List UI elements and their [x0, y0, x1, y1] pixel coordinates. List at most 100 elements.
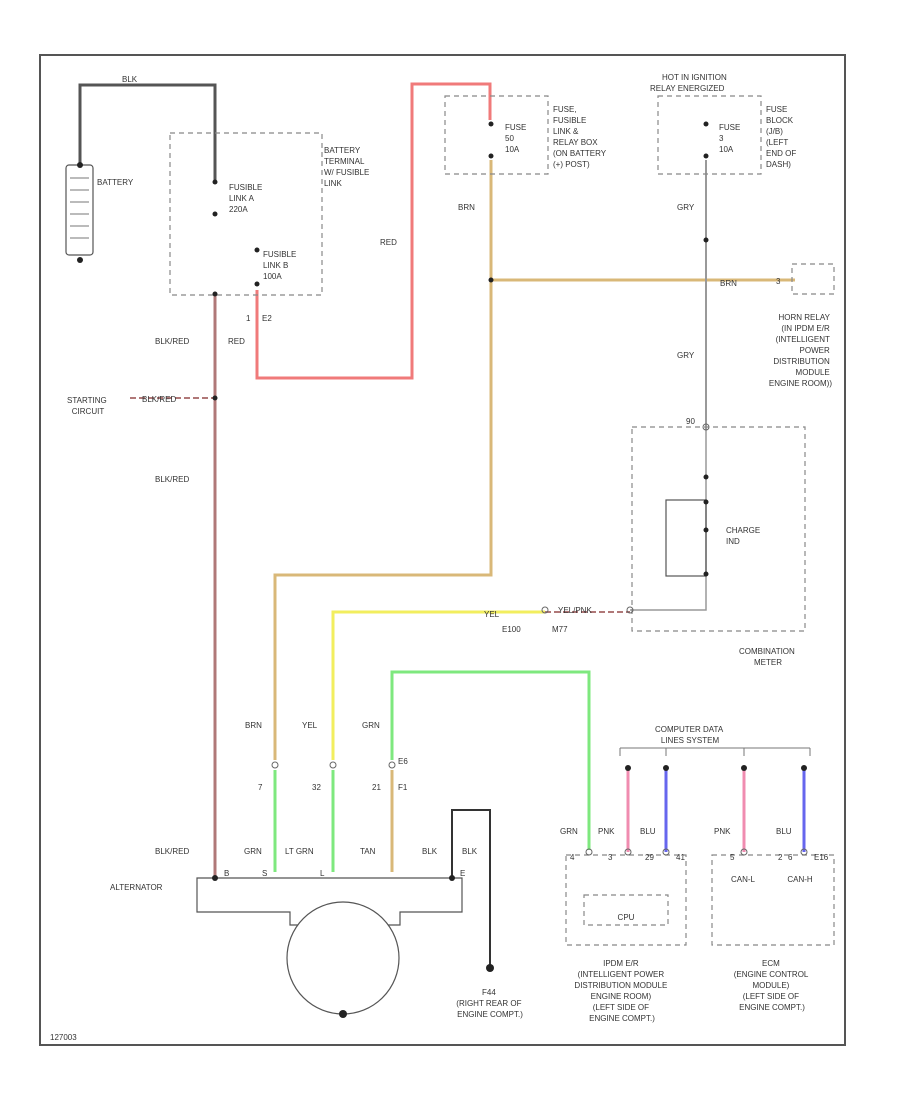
wire-label-blk-red-2: BLK/RED — [155, 475, 189, 484]
battery-negative-terminal — [77, 257, 83, 263]
gray-meter-wire — [630, 430, 707, 611]
pin-7 — [271, 761, 279, 769]
can-bus-drops — [619, 748, 811, 756]
can-node-2 — [663, 765, 669, 771]
battery-positive-terminal — [77, 162, 83, 168]
pin-label-3: 3 — [608, 853, 613, 862]
hot-ignition-label: HOT IN IGNITION RELAY ENERGIZED — [650, 73, 729, 93]
wire-label-grn-alt-bottom: GRN — [244, 847, 262, 856]
component-boxes — [65, 95, 835, 1015]
charge-ind-label: CHARGE IND — [726, 526, 762, 546]
can-node-1 — [625, 765, 631, 771]
wire-label-yel-pink: YEL/PNK — [558, 606, 592, 615]
ecm-box — [711, 854, 835, 946]
pin-label-l: L — [320, 869, 325, 878]
wire-label-tan: TAN — [360, 847, 376, 856]
cpu-label: CPU — [618, 913, 635, 922]
wire-label-yel-alt: YEL — [302, 721, 318, 730]
pin-label-21: 21 — [372, 783, 381, 792]
pin-label-6: 6 — [788, 853, 793, 862]
gray-junction — [703, 237, 709, 243]
alt-e-terminal — [449, 875, 455, 881]
pin-label-e16: E16 — [814, 853, 829, 862]
wire-label-brn-horn: BRN — [720, 279, 737, 288]
wire-label-pnk-ecm: PNK — [714, 827, 731, 836]
canh-label: CAN-H — [787, 875, 813, 884]
wire-label-blu-ecm: BLU — [776, 827, 792, 836]
pin-label-29: 29 — [645, 853, 654, 862]
red-wire — [255, 82, 492, 380]
pin-ipdm-blu — [662, 848, 670, 856]
black-ground-wire — [451, 809, 491, 965]
pin-label-m77: M77 — [552, 625, 568, 634]
wire-label-red-vertical: RED — [380, 238, 397, 247]
wire-label-yel-meter: YEL — [484, 610, 500, 619]
fuse-block-jb — [657, 95, 762, 175]
ground-f44-label: F44 (RIGHT REAR OF ENGINE COMPT.) — [456, 988, 523, 1019]
combination-meter-box — [631, 426, 806, 632]
pin-label-e: E — [460, 869, 465, 878]
starting-junction — [212, 395, 218, 401]
alternator-label: ALTERNATOR — [110, 883, 163, 892]
pin-ecm-pnk — [740, 848, 748, 856]
alternator-rotor — [286, 901, 400, 1015]
component-labels: BATTERY BATTERY TERMINAL W/ FUSIBLE LINK… — [67, 73, 832, 1023]
battery-label: BATTERY — [97, 178, 134, 187]
ecm-label: ECM (ENGINE CONTROL MODULE) (LEFT SIDE O… — [734, 959, 811, 1012]
wire-label-grn-alt: GRN — [362, 721, 380, 730]
wire-label-blk-2: BLK — [462, 847, 478, 856]
alt-ground-dot — [339, 1010, 347, 1018]
fusible-box-out — [212, 291, 218, 297]
pin-label-e100: E100 — [502, 625, 521, 634]
starting-circuit-label: STARTING CIRCUIT — [67, 396, 109, 416]
black-battery-wire — [78, 83, 217, 180]
fuse3-in — [703, 121, 709, 127]
pin-21 — [388, 761, 396, 769]
pin-label-5: 5 — [730, 853, 735, 862]
wire-label-pnk-ipdm: PNK — [598, 827, 615, 836]
fusible-link-a-label: FUSIBLE LINK A 220A — [229, 183, 265, 214]
fuse-relay-box — [444, 95, 549, 175]
green-wire — [390, 670, 591, 850]
pin-label-s: S — [262, 869, 267, 878]
wire-label-blk-1: BLK — [422, 847, 438, 856]
fuse3-out — [703, 153, 709, 159]
yellow-wire — [331, 610, 545, 760]
fuse-block-label: FUSE BLOCK (J/B) (LEFT END OF DASH) — [766, 105, 798, 169]
wire-color-labels: BLK RED BRN GRY GRY BRN BLK/RED RED BLK/… — [122, 75, 792, 856]
alternator-body — [196, 877, 463, 926]
ipdm-label: IPDM E/R (INTELLIGENT POWER DISTRIBUTION… — [574, 959, 669, 1023]
fuse-50-label: FUSE 50 10A — [505, 123, 529, 154]
wire-label-grn-ipdm: GRN — [560, 827, 578, 836]
pin-label-1: 1 — [246, 314, 251, 323]
meter-junction-2 — [703, 499, 709, 505]
fusible-a-in — [212, 179, 218, 185]
pin-label-32: 32 — [312, 783, 321, 792]
pin-label-7: 7 — [258, 783, 263, 792]
wire-label-gry-top: GRY — [677, 203, 695, 212]
fuse-3-label: FUSE 3 10A — [719, 123, 743, 154]
meter-junction-3 — [703, 527, 709, 533]
brown-junction — [488, 277, 494, 283]
pin-ipdm-pnk — [624, 848, 632, 856]
charge-ind-lamp — [665, 499, 707, 577]
combination-meter-label: COMBINATION METER — [739, 647, 797, 667]
pin-label-2: 2 — [778, 853, 783, 862]
pin-label-41: 41 — [676, 853, 685, 862]
battery-cells — [70, 177, 89, 239]
wire-label-blu-ipdm: BLU — [640, 827, 656, 836]
diagram-frame — [39, 54, 846, 1046]
wire-label-blk-top: BLK — [122, 75, 138, 84]
fusible-b-in — [254, 247, 260, 253]
pin-label-f1: F1 — [398, 783, 408, 792]
fusible-relay-box-label: FUSE, FUSIBLE LINK & RELAY BOX (ON BATTE… — [553, 105, 608, 169]
cpu-box — [583, 894, 669, 926]
fusible-link-b-label: FUSIBLE LINK B 100A — [263, 250, 299, 281]
pin-meter — [626, 606, 634, 614]
pin-ecm-blu — [800, 848, 808, 856]
pin-label-b: B — [224, 869, 229, 878]
fusible-b-out — [254, 281, 260, 287]
comm-lines-label: COMPUTER DATA LINES SYSTEM — [655, 725, 725, 745]
wire-label-gry-mid: GRY — [677, 351, 695, 360]
